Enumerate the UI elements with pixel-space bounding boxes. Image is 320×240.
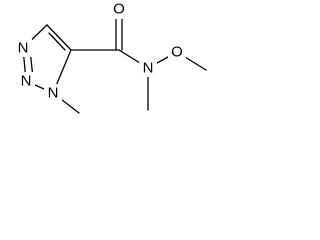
atom-n1-label: N [48, 85, 59, 102]
atom-methoxy-oxygen-label: O [171, 44, 183, 61]
atom-n2: N [17, 72, 35, 90]
atom-n3-label: N [18, 40, 29, 57]
atom-n2-label: N [21, 73, 32, 90]
bond-c4-c5 [46, 24, 72, 51]
atom-labels: N N N O N O [15, 0, 186, 102]
atom-carbonyl-oxygen: O [110, 0, 128, 19]
bond-c4-c5-inner [48, 32, 66, 51]
atom-amide-nitrogen: N [139, 59, 157, 77]
atom-n1: N [44, 84, 62, 102]
atom-carbonyl-oxygen-label: O [113, 1, 125, 18]
atom-methoxy-oxygen: O [168, 43, 186, 61]
atom-n3: N [15, 39, 32, 57]
chemical-structure-diagram: N N N O N O [15, 0, 207, 114]
atom-amide-nitrogen-label: N [143, 60, 154, 77]
